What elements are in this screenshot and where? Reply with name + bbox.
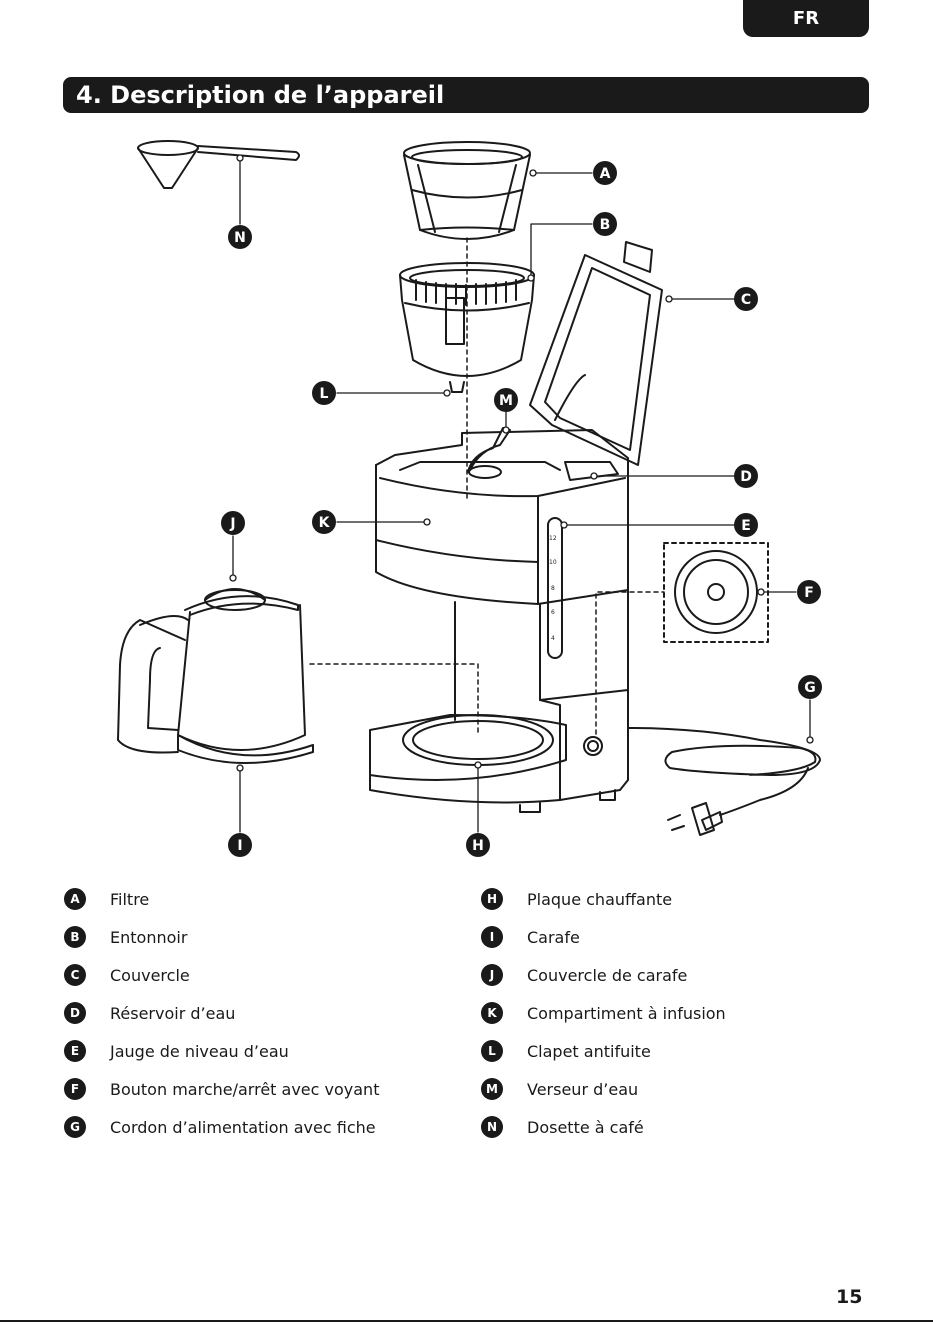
callout-n-letter: N [234, 230, 246, 246]
coffee-maker-body [369, 427, 629, 813]
callout-h: H [466, 833, 490, 857]
lid-drawing [529, 241, 663, 466]
legend-label-g: Cordon d’alimentation avec fiche [110, 1117, 376, 1137]
gauge-mark-8: 8 [551, 585, 555, 592]
legend-badge-h: H [481, 888, 503, 910]
legend-badge-c: C [64, 964, 86, 986]
callout-k-letter: K [319, 515, 331, 531]
coffee-maker-diagram: 12 10 8 6 4 [117, 140, 822, 857]
carafe-drawing [117, 588, 314, 764]
callout-k: K [312, 510, 336, 534]
callout-c-letter: C [741, 292, 751, 308]
callout-d-letter: D [740, 469, 752, 485]
callout-a-letter: A [600, 166, 611, 182]
legend-item-f: F Bouton marche/arrêt avec voyant [64, 1070, 464, 1108]
legend-label-k: Compartiment à infusion [527, 1003, 726, 1023]
callout-e: E [734, 513, 758, 537]
water-level-marks: 12 10 8 6 4 [549, 535, 557, 642]
legend-badge-k: K [481, 1002, 503, 1024]
callout-m-letter: M [499, 393, 513, 409]
callout-l: L [312, 381, 336, 405]
legend-label-h: Plaque chauffante [527, 889, 673, 909]
power-cord-drawing [627, 727, 821, 836]
legend-badge-i: I [481, 926, 503, 948]
legend-item-e: E Jauge de niveau d’eau [64, 1032, 464, 1070]
gauge-mark-10: 10 [549, 559, 557, 566]
legend-item-n: N Dosette à café [481, 1108, 881, 1146]
callout-g: G [798, 675, 822, 699]
legend-badge-l: L [481, 1040, 503, 1062]
legend-item-k: K Compartiment à infusion [481, 994, 881, 1032]
legend-item-a: A Filtre [64, 880, 464, 918]
section-title: 4. Description de l’appareil [63, 77, 869, 113]
legend-item-d: D Réservoir d’eau [64, 994, 464, 1032]
leader-lines [232, 157, 811, 833]
legend-badge-j: J [481, 964, 503, 986]
legend-badge-e: E [64, 1040, 86, 1062]
callout-d: D [734, 464, 758, 488]
filter-drawing [403, 141, 531, 240]
callout-badges: A B C D E F G H I J K L M N [221, 161, 822, 857]
leader-anchors [229, 154, 814, 772]
legend-item-h: H Plaque chauffante [481, 880, 881, 918]
legend-item-g: G Cordon d’alimentation avec fiche [64, 1108, 464, 1146]
page-number: 15 [836, 1286, 863, 1308]
legend-badge-f: F [64, 1078, 86, 1100]
legend-label-c: Couvercle [110, 965, 190, 985]
parts-legend-left: A Filtre B Entonnoir C Couvercle D Réser… [64, 880, 464, 1146]
gauge-mark-12: 12 [549, 535, 557, 542]
callout-m: M [494, 388, 518, 412]
callout-e-letter: E [741, 518, 751, 534]
legend-label-a: Filtre [110, 889, 150, 909]
legend-item-b: B Entonnoir [64, 918, 464, 956]
callout-i: I [228, 833, 252, 857]
gauge-mark-4: 4 [551, 635, 555, 642]
legend-badge-n: N [481, 1116, 503, 1138]
callout-b: B [593, 212, 617, 236]
bottom-rule [0, 1320, 933, 1322]
legend-item-i: I Carafe [481, 918, 881, 956]
callout-c: C [734, 287, 758, 311]
legend-item-l: L Clapet antifuite [481, 1032, 881, 1070]
legend-item-m: M Verseur d’eau [481, 1070, 881, 1108]
callout-j-letter: J [229, 516, 235, 532]
legend-label-b: Entonnoir [110, 927, 188, 947]
legend-label-e: Jauge de niveau d’eau [110, 1041, 289, 1061]
callout-g-letter: G [804, 680, 816, 696]
callout-f-letter: F [804, 585, 814, 601]
callout-i-letter: I [237, 838, 242, 854]
coffee-scoop-drawing [137, 140, 300, 189]
callout-h-letter: H [472, 838, 484, 854]
legend-label-f: Bouton marche/arrêt avec voyant [110, 1079, 380, 1099]
power-button-detail [663, 542, 769, 643]
callout-a: A [593, 161, 617, 185]
legend-label-i: Carafe [527, 927, 580, 947]
legend-badge-a: A [64, 888, 86, 910]
callout-n: N [228, 225, 252, 249]
legend-item-c: C Couvercle [64, 956, 464, 994]
legend-label-d: Réservoir d’eau [110, 1003, 236, 1023]
legend-label-n: Dosette à café [527, 1117, 644, 1137]
legend-label-m: Verseur d’eau [527, 1079, 639, 1099]
callout-j: J [221, 511, 245, 535]
legend-badge-d: D [64, 1002, 86, 1024]
guide-lines [309, 237, 665, 736]
legend-label-l: Clapet antifuite [527, 1041, 651, 1061]
parts-legend-right: H Plaque chauffante I Carafe J Couvercle… [481, 880, 881, 1146]
callout-l-letter: L [320, 386, 329, 402]
legend-item-j: J Couvercle de carafe [481, 956, 881, 994]
gauge-mark-6: 6 [551, 609, 555, 616]
callout-b-letter: B [600, 217, 611, 233]
legend-badge-g: G [64, 1116, 86, 1138]
legend-badge-b: B [64, 926, 86, 948]
legend-badge-m: M [481, 1078, 503, 1100]
legend-label-j: Couvercle de carafe [527, 965, 688, 985]
language-tab: FR [743, 0, 869, 37]
callout-f: F [797, 580, 821, 604]
